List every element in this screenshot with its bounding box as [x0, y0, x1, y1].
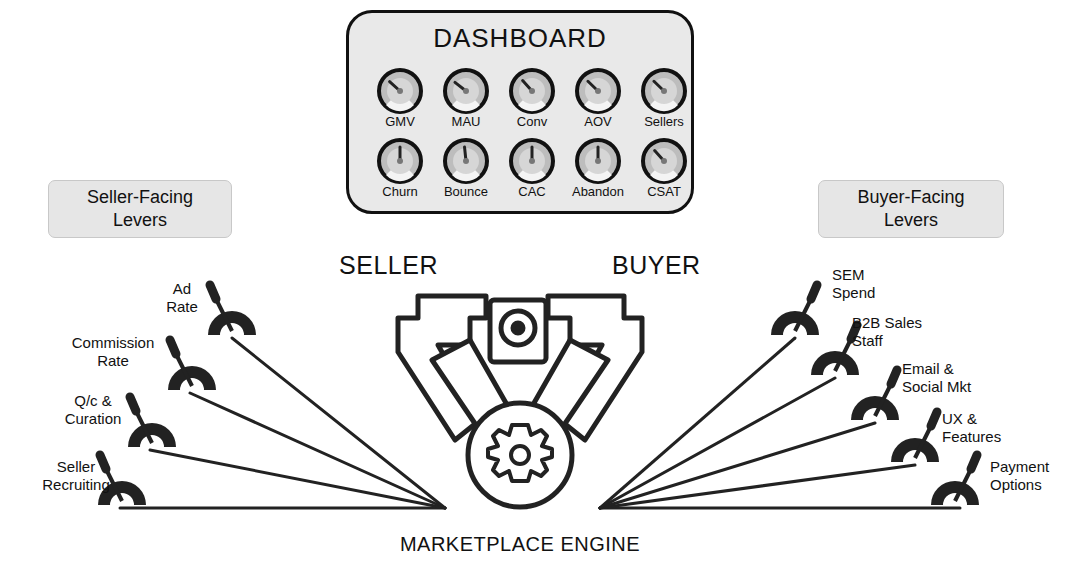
- gauge: Bounce: [430, 135, 502, 199]
- side-heading: SELLER: [288, 250, 438, 280]
- lever-dial: [851, 370, 899, 420]
- gauge: Churn: [364, 135, 436, 199]
- gauge-label: CSAT: [618, 184, 710, 199]
- box-title: Buyer-Facing Levers: [855, 186, 967, 233]
- lever-dial: [128, 397, 176, 447]
- gauge: MAU: [430, 65, 502, 129]
- gauge-dial: [628, 135, 700, 187]
- panel-title: DASHBOARD: [349, 23, 691, 54]
- gauge-label: Churn: [354, 184, 446, 199]
- gauge-label: AOV: [552, 114, 644, 129]
- gauge-dial: [496, 135, 568, 187]
- lever-label: B2B Sales Staff: [852, 314, 932, 350]
- lever-label: Commission Rate: [58, 334, 168, 370]
- lever-dial: [891, 412, 939, 462]
- gauge-dial: [430, 65, 502, 117]
- lever-label: Seller Recruiting: [34, 458, 118, 494]
- gauge-dial: [430, 135, 502, 187]
- lever-dial: [811, 325, 859, 375]
- lever-group-box: Seller-Facing Levers: [48, 180, 232, 238]
- lever-dial: [931, 455, 979, 505]
- gauge: AOV: [562, 65, 634, 129]
- gauge-dial: [364, 65, 436, 117]
- gauge-label: Bounce: [420, 184, 512, 199]
- gauge: GMV: [364, 65, 436, 129]
- lever-label: Email & Social Mkt: [902, 360, 986, 396]
- gauge-dial: [364, 135, 436, 187]
- gauge-label: MAU: [420, 114, 512, 129]
- dashboard-panel: DASHBOARDGMVMAUConvAOVSellersChurnBounce…: [346, 10, 694, 214]
- gauge-dial: [562, 65, 634, 117]
- lever-label: Ad Rate: [160, 280, 204, 316]
- gauge-dial: [628, 65, 700, 117]
- lever-label: Payment Options: [990, 458, 1062, 494]
- gauge-label: Sellers: [618, 114, 710, 129]
- gauge-label: Conv: [486, 114, 578, 129]
- lever-dial: [771, 285, 819, 335]
- lever-dial: [208, 285, 256, 335]
- gauge: Conv: [496, 65, 568, 129]
- gauge-label: CAC: [486, 184, 578, 199]
- box-title: Seller-Facing Levers: [81, 186, 199, 233]
- gauge-dial: [496, 65, 568, 117]
- lever-group-box: Buyer-Facing Levers: [818, 180, 1004, 238]
- lever-label: Q/c & Curation: [58, 392, 128, 428]
- lever-dial: [168, 340, 216, 390]
- gauge: Abandon: [562, 135, 634, 199]
- engine-label: MARKETPLACE ENGINE: [370, 532, 670, 556]
- side-heading: BUYER: [612, 250, 762, 280]
- lever-label: SEM Spend: [832, 266, 892, 302]
- gauge-label: Abandon: [552, 184, 644, 199]
- gauge: CAC: [496, 135, 568, 199]
- gauge: CSAT: [628, 135, 700, 199]
- gauge: Sellers: [628, 65, 700, 129]
- gauge-dial: [562, 135, 634, 187]
- gauge-label: GMV: [354, 114, 446, 129]
- lever-label: UX & Features: [942, 410, 1014, 446]
